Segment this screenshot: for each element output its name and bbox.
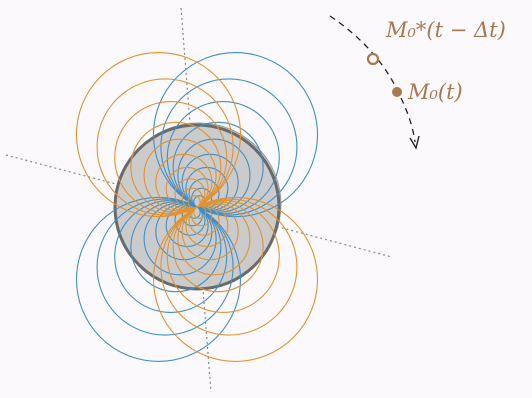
- blue-field-loop: [165, 203, 209, 248]
- orange-field-loop: [165, 166, 209, 211]
- blue-field-loop: [143, 202, 217, 276]
- past-position-label: M₀*(t − Δt): [386, 18, 506, 42]
- current-position-label: M₀(t): [408, 80, 463, 104]
- orange-field-loop: [155, 153, 213, 211]
- blue-field-loop: [130, 201, 222, 293]
- trajectory: [329, 15, 420, 150]
- orange-field-loop: [185, 203, 229, 248]
- blue-field-loop: [172, 121, 264, 213]
- hollow-circle-marker: [366, 52, 380, 66]
- filled-circle-marker: [392, 87, 402, 97]
- axis-line-secondary: [5, 154, 393, 258]
- blue-field-loop: [185, 166, 229, 211]
- orange-field-loop: [166, 199, 280, 314]
- orange-field-loop: [114, 101, 228, 215]
- blue-field-loop: [166, 101, 280, 215]
- axis-line-primary: [180, 7, 212, 393]
- arrowhead: [409, 135, 420, 150]
- orange-field-loop: [172, 201, 264, 293]
- symmetry-axes: [5, 7, 393, 393]
- orange-field-loop: [181, 203, 239, 261]
- orange-field-loop: [130, 121, 222, 213]
- blue-field-loop: [152, 52, 319, 218]
- orange-field-loop: [160, 198, 298, 336]
- orange-field-lines: [75, 52, 319, 362]
- blue-field-loop: [75, 196, 242, 362]
- orange-field-loop: [152, 196, 319, 362]
- blue-field-lines: [75, 52, 319, 362]
- blue-field-loop: [160, 78, 298, 216]
- orange-field-loop: [177, 202, 251, 276]
- orange-field-loop: [96, 78, 234, 216]
- blue-field-loop: [177, 138, 251, 212]
- orange-field-loop: [143, 138, 217, 212]
- orange-field-loop: [75, 52, 242, 218]
- blue-field-loop: [96, 198, 234, 336]
- blue-field-loop: [114, 199, 228, 314]
